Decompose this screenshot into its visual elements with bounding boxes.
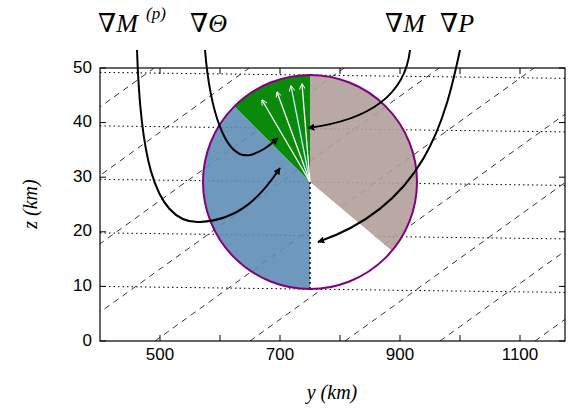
tick-mark (559, 122, 565, 123)
tick-label: 50 (73, 59, 92, 78)
tick-mark (100, 122, 106, 123)
tick-label: 900 (386, 346, 414, 365)
gradient-arrow (302, 84, 310, 182)
vector-label: ∇M (98, 10, 138, 39)
tick-mark (280, 68, 281, 74)
tick-mark (460, 335, 461, 341)
axis-label: z (km) (19, 179, 41, 228)
circle-outline (203, 75, 417, 289)
tick-mark (280, 335, 281, 341)
isentrope-lines (100, 72, 565, 292)
sector-circle (203, 75, 417, 289)
momentum-lines (100, 68, 565, 341)
tick-label: 0 (83, 332, 92, 351)
tick-mark (220, 68, 221, 74)
callout-arrow (318, 50, 460, 242)
axis-ticks (100, 68, 565, 341)
tick-mark (559, 286, 565, 287)
gradient-arrow (277, 92, 310, 182)
callout-arrow (137, 50, 280, 222)
white-sector (310, 182, 392, 289)
tick-label: 1100 (502, 346, 539, 365)
callout-arrows (137, 50, 460, 242)
tick-mark (220, 335, 221, 341)
momentum-line (440, 68, 565, 341)
tick-label: 30 (73, 168, 92, 187)
tick-mark (559, 231, 565, 232)
vector-label: ∇Θ (190, 10, 227, 39)
tick-mark (160, 335, 161, 341)
tick-mark (460, 68, 461, 74)
tick-label: 10 (73, 277, 92, 296)
tick-mark (400, 68, 401, 74)
vector-label: ∇P (440, 10, 474, 39)
green-sector (234, 75, 310, 182)
momentum-line (155, 68, 534, 341)
gradient-arrow (262, 100, 310, 182)
vector-label: ∇M (385, 10, 425, 39)
callout-arrow (205, 50, 278, 155)
tick-label: 20 (73, 222, 92, 241)
tick-mark (100, 231, 106, 232)
tick-mark (100, 177, 106, 178)
tick-mark (520, 68, 521, 74)
tick-mark (400, 335, 401, 341)
center-line (309, 182, 311, 289)
tick-label: 500 (146, 346, 174, 365)
callout-arrow (308, 50, 410, 128)
gradient-arrows (262, 84, 310, 182)
tick-mark (100, 286, 106, 287)
tick-mark (559, 177, 565, 178)
tick-label: 40 (73, 113, 92, 132)
superscript-label: (p) (146, 5, 166, 24)
plot-frame (100, 68, 565, 341)
momentum-line (535, 68, 565, 341)
tick-mark (160, 68, 161, 74)
momentum-line (100, 68, 154, 341)
axis-label: y (km) (307, 381, 358, 403)
tick-label: 700 (266, 346, 294, 365)
tick-mark (340, 68, 341, 74)
tick-mark (340, 335, 341, 341)
gradient-arrow (291, 86, 310, 182)
momentum-line (100, 68, 439, 341)
tick-mark (520, 335, 521, 341)
